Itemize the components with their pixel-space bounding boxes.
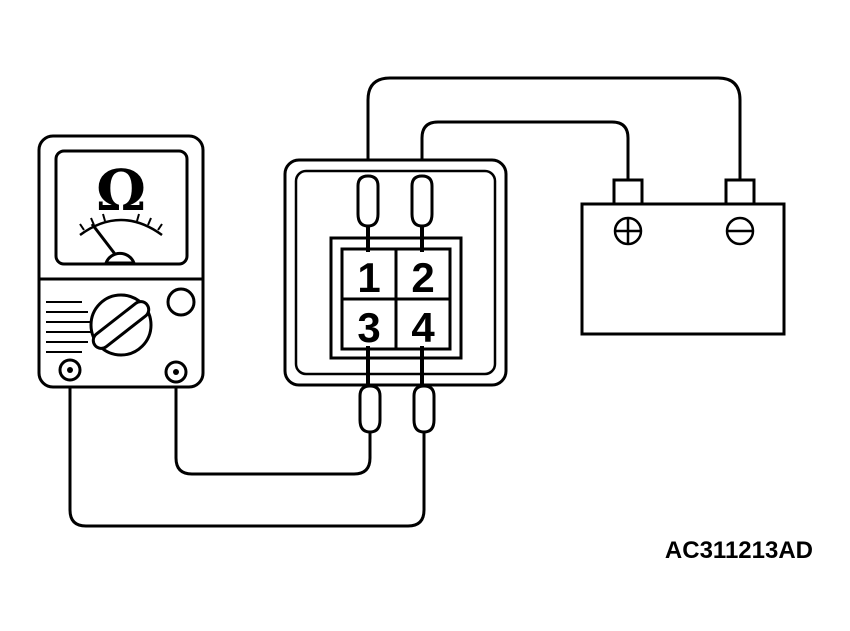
battery-case — [580, 202, 786, 336]
terminal-label-1: 1 — [357, 254, 380, 301]
range-scale-lines — [46, 301, 92, 353]
meter-terminal-right — [164, 360, 188, 384]
wire-pin-1-to-battery-negative — [366, 76, 742, 182]
zero-adjust-knob[interactable] — [166, 287, 196, 317]
terminal-label-4: 4 — [411, 304, 435, 351]
minus-circle-icon — [725, 216, 755, 246]
ohmmeter: Ω — [37, 134, 205, 389]
probe-tip-pin-4 — [412, 384, 436, 434]
meter-scale-arc — [79, 218, 163, 237]
meter-scale-ticks — [79, 213, 163, 231]
range-selector-knob[interactable] — [89, 293, 153, 357]
plus-circle-icon — [613, 216, 643, 246]
battery-positive-post — [612, 178, 644, 206]
terminal-label-2: 2 — [411, 254, 434, 301]
wire-pin-2-to-battery-positive — [420, 120, 630, 182]
battery — [580, 178, 786, 336]
meter-needle-pivot — [103, 251, 137, 265]
meter-needle — [90, 223, 120, 259]
wires — [68, 76, 742, 528]
wire-meter-right-to-pin-3 — [174, 374, 372, 476]
battery-negative-post — [724, 178, 756, 206]
wire-meter-left-to-pin-4 — [68, 373, 426, 528]
figure-code: AC311213AD — [665, 537, 813, 564]
terminal-label-3: 3 — [357, 304, 380, 351]
probe-tip-pin-3 — [358, 384, 382, 434]
meter-terminal-left — [58, 358, 82, 382]
pin-leads — [366, 226, 424, 386]
relay-connector: 1 2 3 4 — [283, 158, 508, 434]
probe-tip-pin-1 — [356, 174, 380, 228]
ohm-symbol: Ω — [96, 158, 146, 224]
probe-tip-pin-2 — [410, 174, 434, 228]
connector-inner-housing — [294, 169, 497, 376]
